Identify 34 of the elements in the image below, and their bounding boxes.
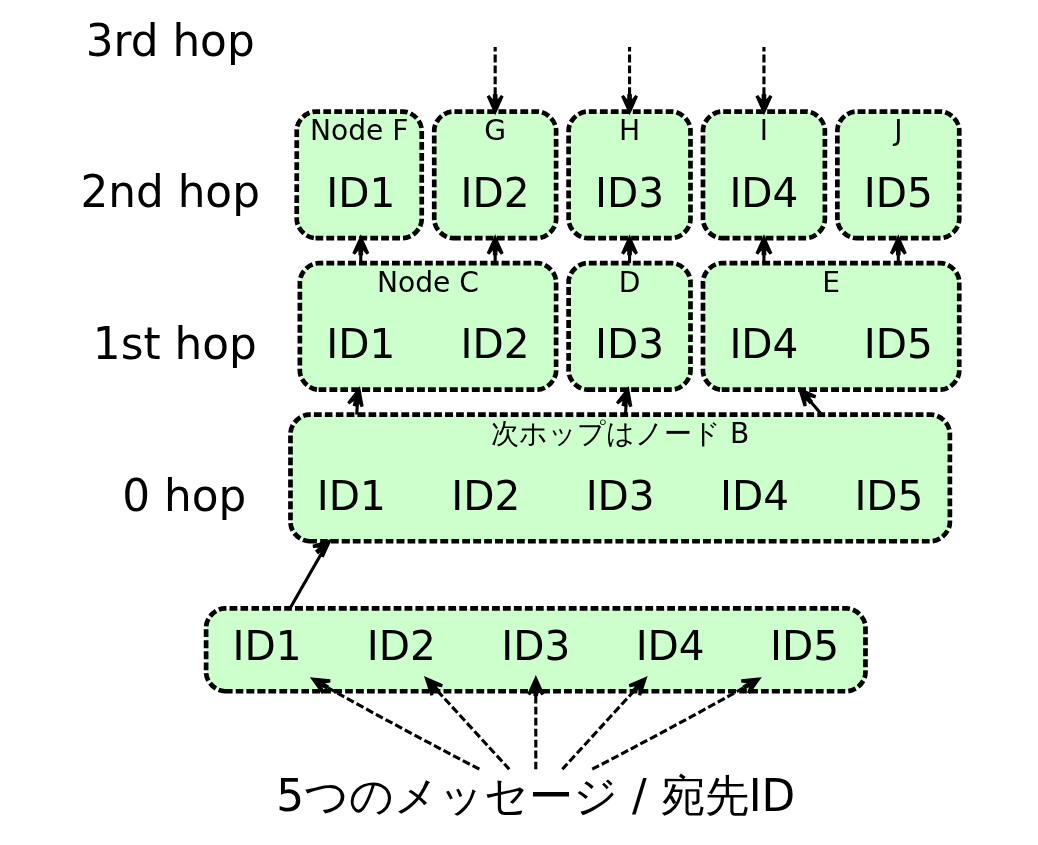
node-text: ID2 xyxy=(460,168,530,217)
node-text: ID2 xyxy=(460,320,530,369)
label: 0 hop xyxy=(122,469,247,521)
node-label: 次ホップはノード B xyxy=(491,417,750,451)
node-text: ID5 xyxy=(854,471,924,520)
node-text: ID5 xyxy=(863,320,933,369)
node-text: ID1 xyxy=(326,168,396,217)
node-label: J xyxy=(894,114,903,148)
node-text: ID2 xyxy=(451,471,521,520)
node-label: Node F xyxy=(309,114,409,148)
node-label: D xyxy=(618,265,641,299)
node-label: E xyxy=(822,265,840,299)
node-text: ID4 xyxy=(720,471,790,520)
node-text: ID5 xyxy=(863,168,933,217)
node-text: ID2 xyxy=(366,621,436,670)
label: 2nd hop xyxy=(80,166,260,218)
node-label: H xyxy=(618,114,641,148)
label: 3rd hop xyxy=(85,14,255,66)
node-label: G xyxy=(484,114,507,148)
node-text: ID5 xyxy=(770,621,840,670)
node-label: Node C xyxy=(377,265,479,299)
node-text: ID3 xyxy=(585,471,655,520)
node-text: ID1 xyxy=(232,621,302,670)
node-text: ID4 xyxy=(635,621,705,670)
node-text: ID1 xyxy=(326,320,396,369)
node-text: ID3 xyxy=(595,168,665,217)
node-text: ID4 xyxy=(729,320,799,369)
node-text: ID4 xyxy=(729,168,799,217)
node-text: ID3 xyxy=(501,621,571,670)
node-label: I xyxy=(759,114,769,148)
node-text: ID3 xyxy=(595,320,665,369)
node-text: 5つのメッセージ / 宛先ID xyxy=(276,769,796,821)
node-text: ID1 xyxy=(316,471,386,520)
label: 1st hop xyxy=(92,318,257,370)
